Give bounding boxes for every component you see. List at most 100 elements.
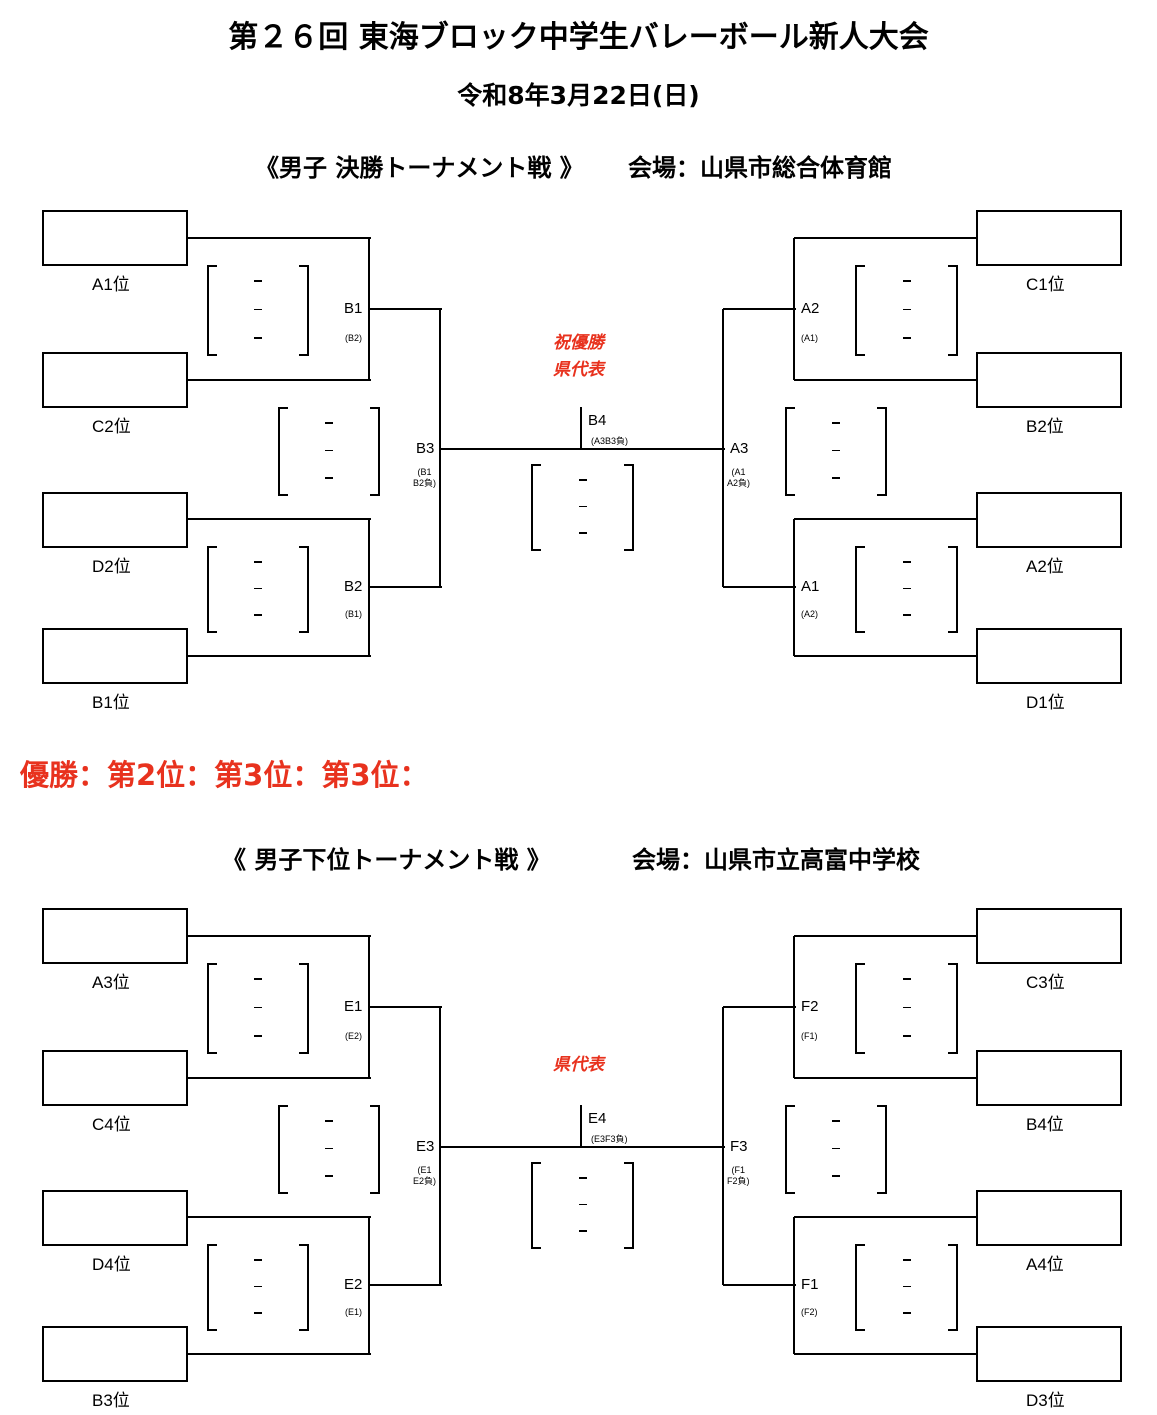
red-annotation: 県代表 [553,1055,604,1075]
bracket-line [187,379,371,381]
team-seed-label: C3位 [1026,973,1065,992]
bracket-line [794,1216,978,1218]
section-heading: 《 男子下位トーナメント戦 》 [222,845,551,874]
score-box-dash [578,505,587,507]
score-box-dash [902,978,911,980]
bracket-line [369,1006,442,1008]
score-box-close [948,546,958,633]
document-title: 第２６回 東海ブロック中学生バレーボール新人大会 [228,20,929,55]
score-box-open [855,963,865,1054]
team-seed-label: D1位 [1026,693,1065,712]
bracket-line [580,407,582,449]
score-box-open [785,1105,795,1194]
match-source-label: (E3F3負) [591,1134,628,1144]
score-box-open [531,1162,541,1249]
bracket-line [187,1077,371,1079]
score-box-dash [325,449,333,451]
score-box-dash [902,337,911,339]
match-label: E4 [588,1110,607,1127]
score-box-open [207,1244,217,1331]
score-box-dash [254,1312,262,1314]
score-box-dash [832,422,840,424]
score-box-dash [832,477,840,479]
match-label: F1 [801,1276,819,1293]
score-box-dash [578,1177,587,1179]
score-box-dash [325,1147,333,1149]
bracket-line [722,309,724,587]
team-seed-label: A1位 [92,275,130,294]
bracket-line [794,379,978,381]
score-box-dash [254,587,262,589]
score-box-dash [325,422,333,424]
bracket-line [794,1353,978,1355]
bracket-line [580,1105,582,1147]
team-seed-label: A2位 [1026,557,1064,576]
results-line: 優勝：第2位：第3位：第3位： [20,758,429,792]
match-source-label: (F1) [801,1031,818,1041]
bracket-line [187,935,371,937]
match-source-label: (B1) [345,609,363,619]
score-box-dash [902,587,911,589]
score-box-close [948,963,958,1054]
bracket-line [794,518,978,520]
match-source-label: (F1 F2負) [727,1165,750,1186]
bracket-line [187,237,371,239]
match-source-label: (E1) [345,1307,363,1317]
team-seed-label: B2位 [1026,417,1064,436]
event-date: 令和8年3月22日(日) [457,81,700,110]
team-slot-right [976,1326,1122,1382]
score-box-dash [902,614,911,616]
score-box-dash [902,561,911,563]
score-box-dash [325,1120,333,1122]
bracket-line [440,448,725,450]
match-label: E1 [344,998,363,1015]
score-box-close [299,963,309,1054]
red-annotation: 県代表 [553,360,604,380]
score-box-dash [832,1120,840,1122]
score-box-close [370,1105,380,1194]
team-seed-label: C2位 [92,417,131,436]
match-label: E3 [416,1138,435,1155]
score-box-close [370,407,380,496]
score-box-dash [902,1006,911,1008]
score-box-open [278,1105,288,1194]
bracket-line [369,1284,442,1286]
team-seed-label: B1位 [92,693,130,712]
bracket-line [187,655,371,657]
section-heading: 《男子 決勝トーナメント戦 》 [255,153,584,182]
match-source-label: (A2) [801,609,819,619]
score-box-dash [254,978,262,980]
team-slot-left [42,210,188,266]
score-box-dash [902,308,911,310]
team-slot-right [976,492,1122,548]
match-source-label: (E1 E2負) [413,1165,437,1186]
red-annotation: 祝優勝 [553,333,604,353]
score-box-dash [325,1175,333,1177]
venue-label: 会場：山県市立高富中学校 [632,845,920,874]
score-box-open [207,265,217,356]
match-label: A3 [730,440,749,457]
team-seed-label: C4位 [92,1115,131,1134]
team-slot-left [42,1326,188,1382]
team-seed-label: A4位 [1026,1255,1064,1274]
score-box-dash [902,280,911,282]
match-source-label: (A1) [801,333,819,343]
score-box-dash [254,1259,262,1261]
match-label: E2 [344,1276,363,1293]
team-slot-right [976,628,1122,684]
bracket-line [794,1077,978,1079]
bracket-line [369,308,442,310]
score-box-open [207,963,217,1054]
score-box-dash [578,1230,587,1232]
bracket-line [187,1216,371,1218]
bracket-line [440,1146,725,1148]
score-box-open [785,407,795,496]
score-box-close [624,464,634,551]
match-label: F3 [730,1138,748,1155]
score-box-close [299,265,309,356]
bracket-line [723,1284,796,1286]
team-slot-right [976,1050,1122,1106]
score-box-dash [254,1035,262,1037]
match-label: B2 [344,578,363,595]
